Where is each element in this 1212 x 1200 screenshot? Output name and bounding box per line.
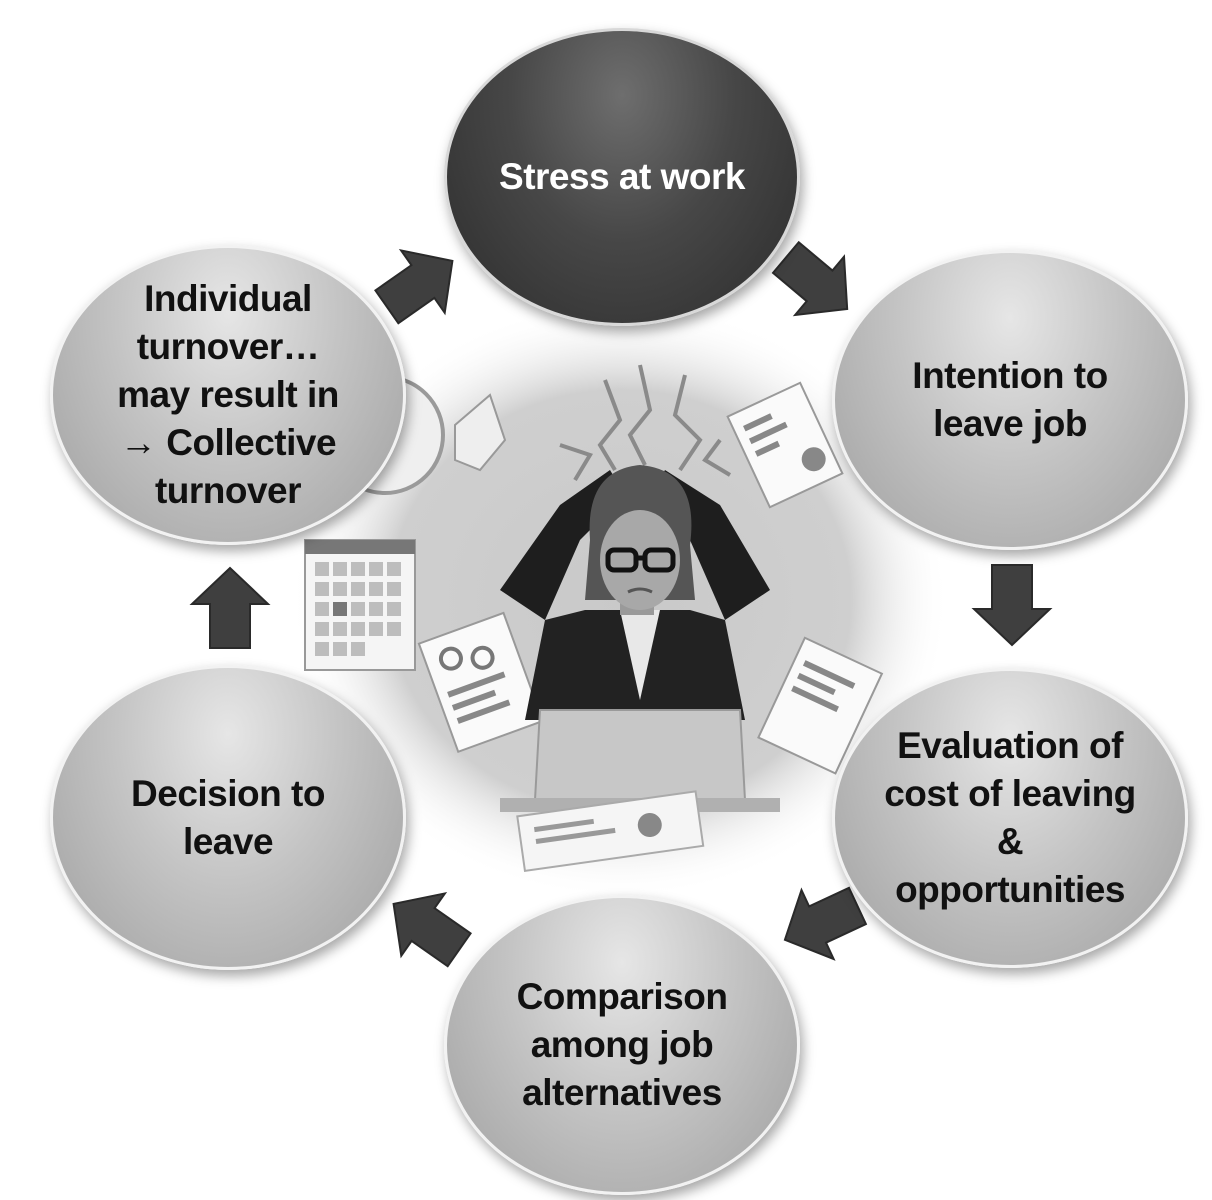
arrow-stress-to-intention-icon bbox=[771, 240, 849, 317]
calendar-icon bbox=[304, 539, 416, 671]
node-label: Evaluation of cost of leaving & opportun… bbox=[884, 725, 1136, 910]
arrow-decision-to-turnover-icon bbox=[189, 566, 271, 649]
node-comparison-among-jobs: Comparison among job alternatives bbox=[444, 895, 800, 1195]
node-label: Decision to leave bbox=[131, 772, 325, 862]
node-decision-to-leave: Decision to leave bbox=[50, 665, 406, 970]
node-label: Comparison among job alternatives bbox=[516, 976, 728, 1113]
node-label: Stress at work bbox=[499, 156, 745, 197]
node-stress-at-work: Stress at work bbox=[444, 28, 800, 326]
arrow-evaluation-to-comparison-icon bbox=[783, 886, 868, 961]
node-label: Individual turnover… may result in → Col… bbox=[117, 278, 339, 511]
node-intention-to-leave: Intention to leave job bbox=[832, 250, 1188, 550]
node-label: Intention to leave job bbox=[912, 355, 1108, 444]
node-individual-turnover: Individual turnover… may result in → Col… bbox=[50, 245, 406, 545]
arrow-comparison-to-decision-icon bbox=[392, 891, 472, 968]
arrow-intention-to-evaluation-icon bbox=[971, 564, 1053, 647]
arrow-turnover-to-stress-icon bbox=[374, 248, 454, 325]
node-evaluation-of-cost: Evaluation of cost of leaving & opportun… bbox=[832, 668, 1188, 968]
